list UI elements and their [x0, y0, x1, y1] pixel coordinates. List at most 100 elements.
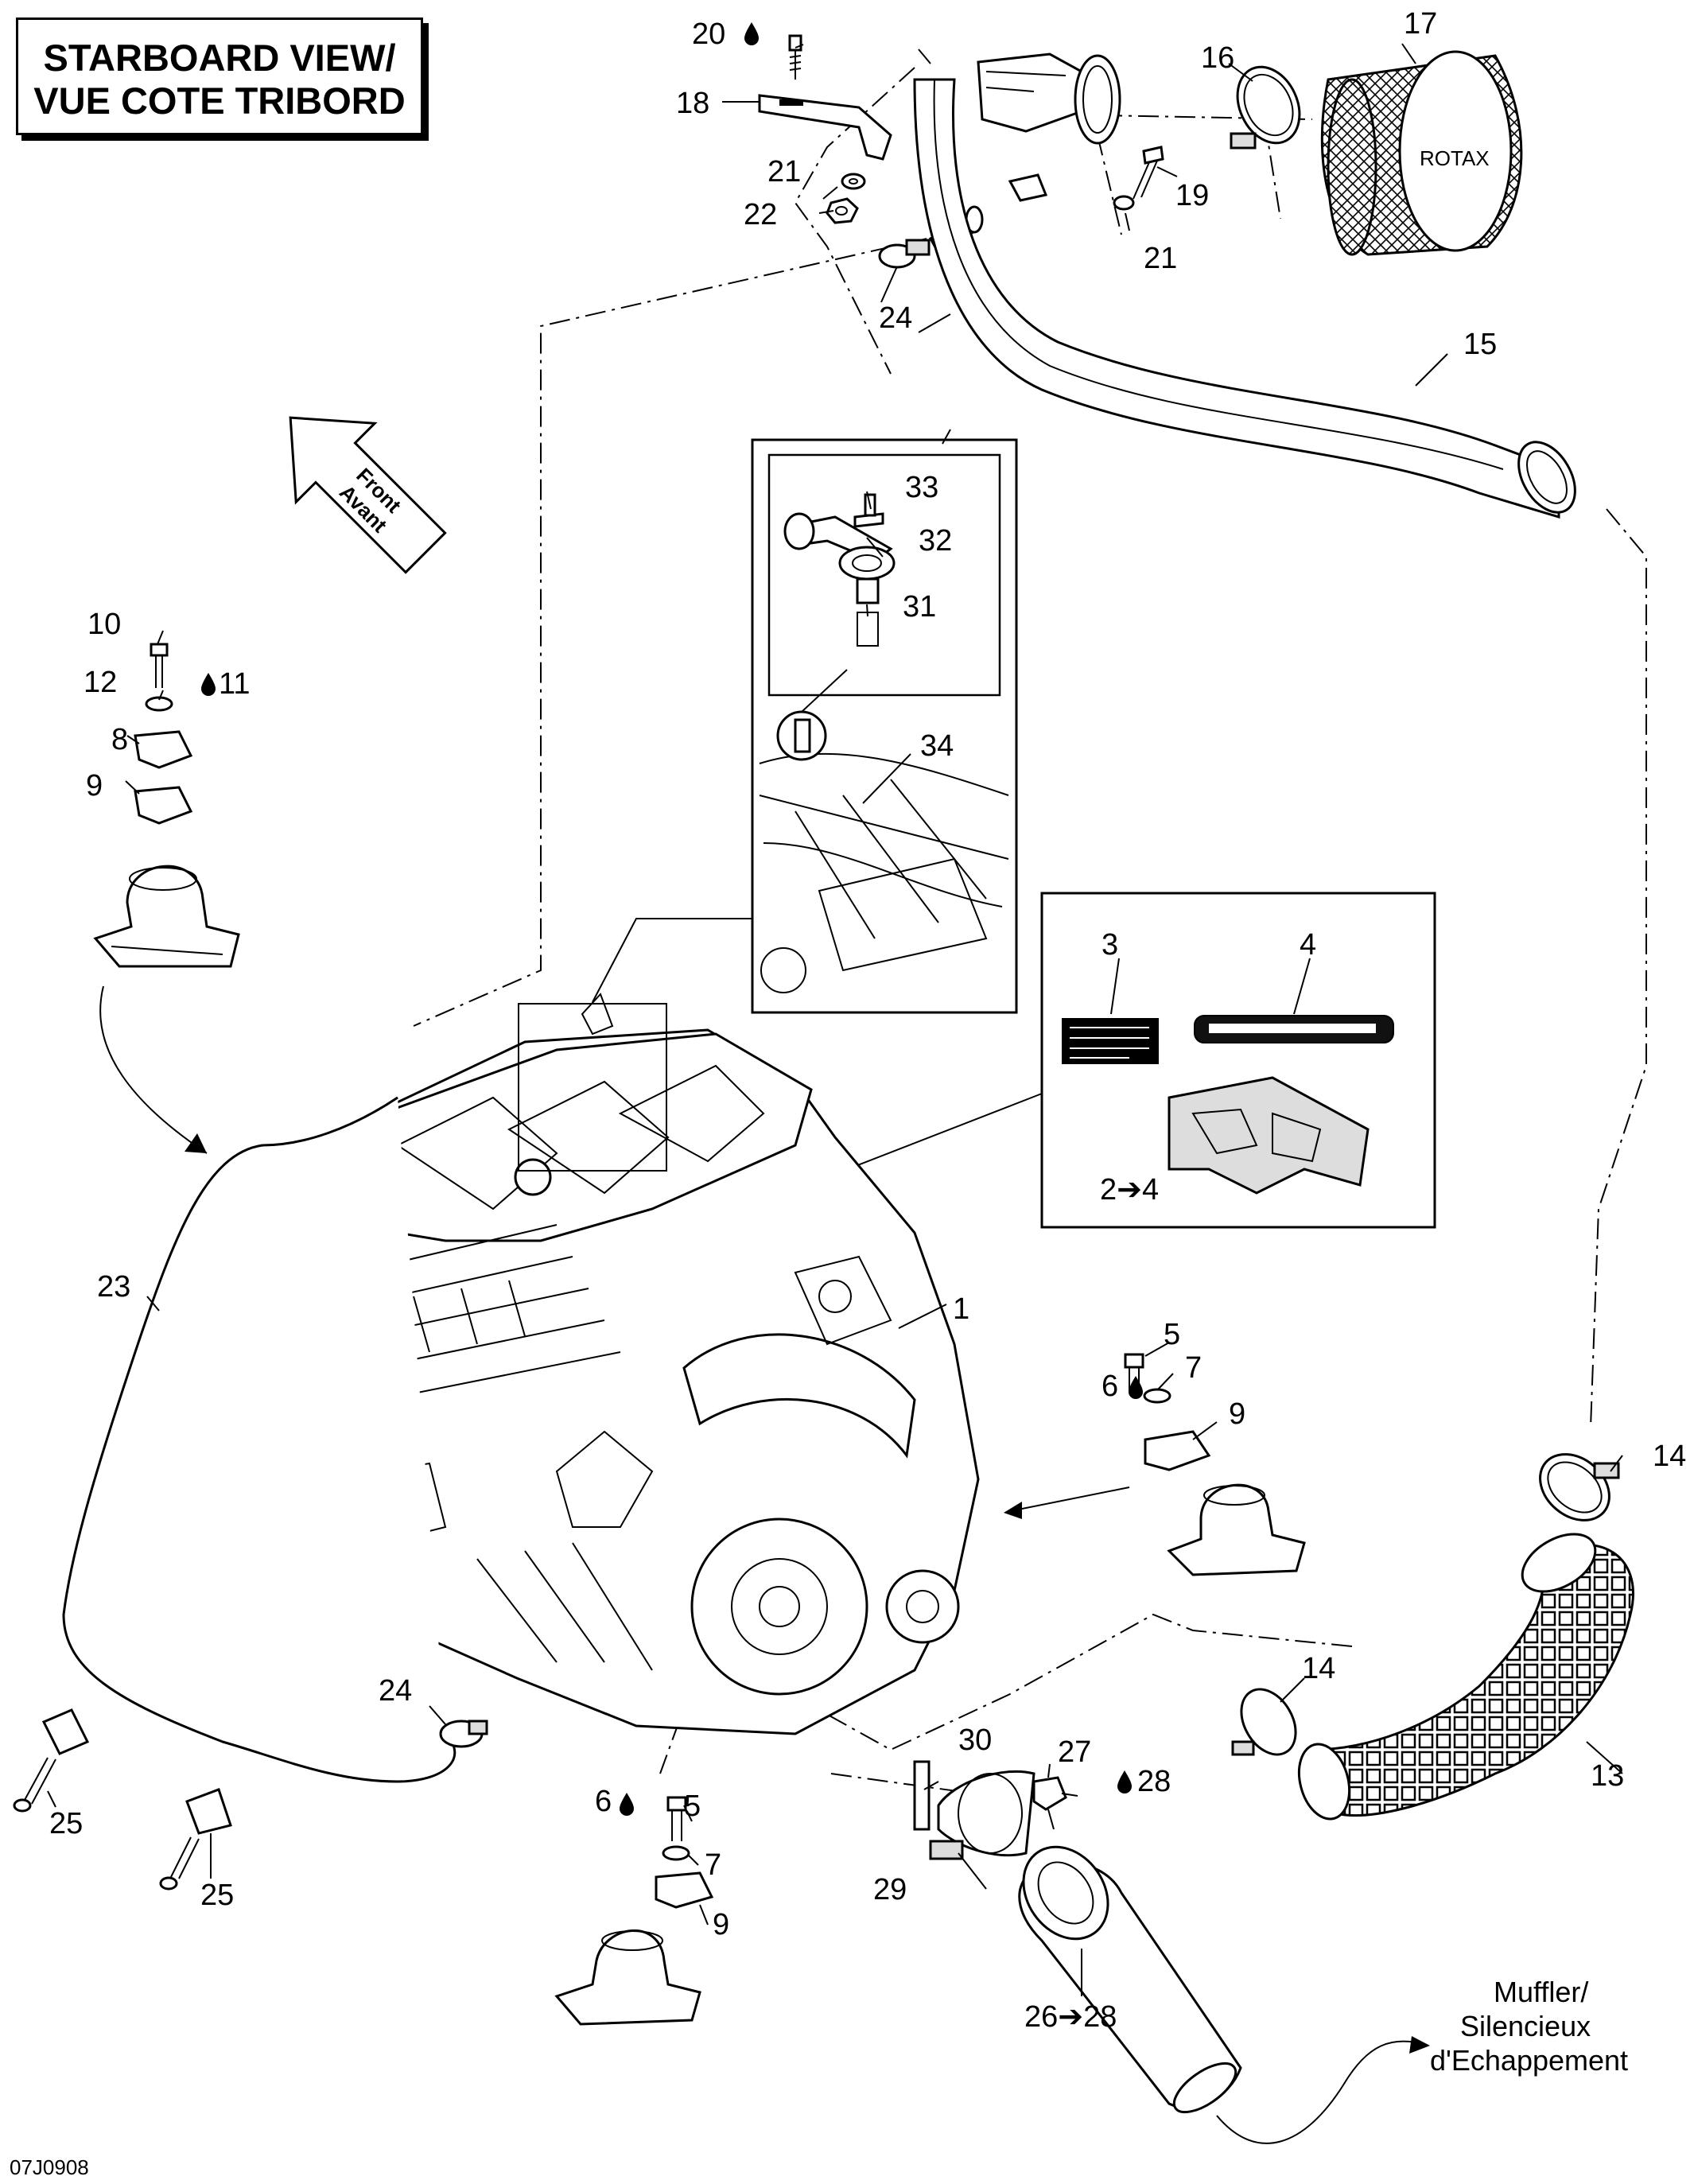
callout-31: 31 — [903, 590, 936, 624]
engine-mount-right — [1167, 1483, 1306, 1576]
engine-mount — [93, 865, 240, 968]
callout-8: 8 — [111, 723, 128, 756]
callout-9b: 9 — [713, 1908, 729, 1941]
front-direction-arrow: Front Avant — [289, 416, 447, 574]
left-mount-stack — [93, 643, 240, 968]
callout-11: 11 — [219, 667, 250, 701]
callout-29: 29 — [873, 1873, 907, 1906]
decal-inset — [1040, 892, 1436, 1229]
hose-clip-1 — [13, 1708, 90, 1813]
callout-13: 13 — [1591, 1759, 1624, 1793]
hose-clamp — [878, 239, 931, 269]
callout-27: 27 — [1058, 1735, 1091, 1769]
muffler-note-line3: d'Echappement — [1430, 2044, 1628, 2077]
title-line-1: STARBOARD VIEW/ — [43, 37, 396, 79]
air-filter-brand: ROTAX — [1420, 146, 1490, 170]
engine-cover — [1168, 1076, 1370, 1195]
air-intake-adaptor — [977, 52, 1083, 133]
title-box: STARBOARD VIEW/ VUE COTE TRIBORD — [16, 17, 423, 135]
screw-19 — [1133, 146, 1164, 200]
bracket — [758, 94, 892, 161]
washer-12 — [145, 696, 173, 712]
callout-21a: 21 — [767, 155, 801, 188]
hose-end-ring — [1517, 441, 1576, 514]
plate-9 — [134, 786, 193, 825]
water-hose — [62, 1096, 457, 1783]
decal-3 — [1062, 1018, 1159, 1064]
callout-12: 12 — [84, 666, 117, 699]
callout-26-28: 26➔28 — [1024, 2000, 1117, 2034]
oil-drop-icon — [201, 673, 216, 696]
exhaust-system — [913, 1453, 1634, 2114]
callout-25a: 25 — [49, 1807, 83, 1840]
supercharger-outlet — [682, 1333, 916, 1459]
clamp-14-lower — [1240, 1688, 1297, 1756]
callout-16: 16 — [1201, 41, 1234, 75]
callout-20: 20 — [692, 17, 725, 51]
engine-assembly — [261, 1028, 980, 1735]
title-line-2: VUE COTE TRIBORD — [33, 80, 406, 122]
air-intake-group: ROTAX — [758, 34, 1576, 519]
nut — [826, 197, 859, 224]
callout-34: 34 — [920, 729, 954, 763]
washer-21 — [1113, 195, 1135, 211]
mount-direction-arrow — [99, 985, 208, 1154]
callout-7a: 7 — [1185, 1351, 1202, 1385]
engine-mount-lower — [554, 1929, 701, 2026]
screw — [788, 34, 802, 80]
washer — [841, 173, 866, 190]
callout-21b: 21 — [1144, 242, 1177, 275]
detail-inset — [751, 438, 1018, 1014]
callout-24a: 24 — [879, 301, 912, 335]
callout-14b: 14 — [1302, 1652, 1335, 1685]
callout-3: 3 — [1101, 928, 1118, 962]
clamp-14-top — [1539, 1453, 1610, 1521]
exhaust-hose — [1310, 1543, 1634, 1817]
callout-25b: 25 — [200, 1879, 234, 1912]
lower-mount-stack — [554, 1796, 714, 2026]
filter-clamp — [1230, 65, 1301, 150]
muffler-leader — [1216, 2040, 1424, 2144]
right-mount-stack — [1124, 1353, 1306, 1576]
oil-drop-icon — [744, 22, 759, 45]
callout-labels: 1 3 4 2➔4 5 6 7 9 5 6 7 9 8 9 10 11 12 1… — [49, 7, 1686, 2034]
callout-9c: 9 — [86, 769, 103, 802]
hose-clip-2 — [159, 1788, 232, 1891]
plate-8 — [134, 730, 193, 769]
callout-19: 19 — [1175, 179, 1209, 212]
intake-hose — [913, 78, 1560, 519]
callout-2-4: 2➔4 — [1100, 1173, 1159, 1207]
callout-18: 18 — [676, 87, 709, 120]
callout-22: 22 — [744, 198, 777, 231]
leader-lines — [47, 43, 1623, 1996]
drawing-code: 07J0908 — [10, 2155, 89, 2179]
callout-17: 17 — [1404, 7, 1437, 41]
muffler-note-line1: Muffler/ — [1494, 1976, 1588, 2008]
callout-14a: 14 — [1653, 1440, 1686, 1473]
callout-33: 33 — [905, 471, 938, 504]
air-filter: ROTAX — [1320, 50, 1523, 256]
oil-drop-icon — [1117, 1770, 1132, 1793]
callout-28: 28 — [1137, 1765, 1171, 1798]
muffler-note: Muffler/ Silencieux d'Echappement — [1430, 1976, 1628, 2077]
callout-7b: 7 — [705, 1848, 721, 1882]
callout-6a: 6 — [1101, 1370, 1118, 1403]
callout-5b: 5 — [684, 1790, 701, 1823]
adaptor-outlet — [1074, 54, 1121, 145]
oil-drop-icon — [620, 1793, 634, 1816]
callout-6b: 6 — [595, 1785, 612, 1818]
hose-clamp-lower — [439, 1720, 488, 1748]
callout-4: 4 — [1300, 928, 1316, 962]
callout-23: 23 — [97, 1270, 130, 1304]
valve-cover — [308, 1032, 813, 1242]
callout-24b: 24 — [379, 1674, 412, 1708]
callout-9a: 9 — [1229, 1397, 1245, 1431]
oil-drop-icon — [1129, 1376, 1143, 1399]
callout-32: 32 — [919, 524, 952, 558]
callout-1: 1 — [953, 1292, 969, 1326]
callout-5a: 5 — [1164, 1318, 1180, 1351]
muffler-note-line2: Silencieux — [1460, 2010, 1591, 2042]
crankcase-cover — [690, 1518, 868, 1696]
callout-15: 15 — [1463, 328, 1497, 361]
